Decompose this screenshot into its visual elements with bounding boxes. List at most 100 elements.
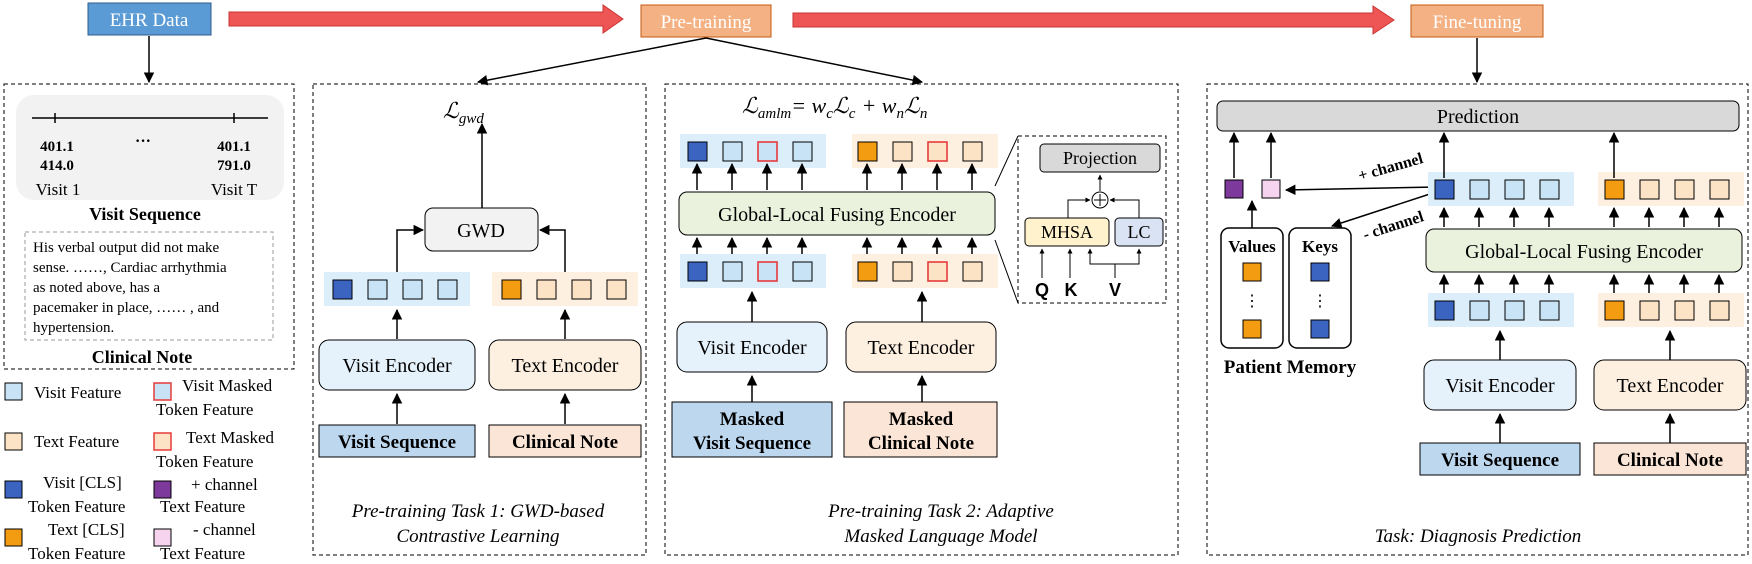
token-t — [536, 279, 557, 300]
task2-visit-encoder: Visit Encoder — [676, 321, 828, 373]
task2-visit-output-tokens — [680, 134, 826, 168]
legend-minus-channel-2: Text Feature — [160, 544, 245, 563]
codes-visitT-a: 401.1 — [217, 139, 251, 155]
note-line-2: sense. ……, Cardiac arrhythmia — [33, 260, 227, 276]
prediction-bar: Prediction — [1216, 100, 1740, 132]
legend-swatch-minus-channel — [153, 528, 172, 547]
values-memory: Values ⋮ — [1220, 227, 1284, 349]
token-v — [1469, 300, 1490, 321]
finetuning-label: Fine-tuning — [1433, 12, 1522, 33]
task2-visit-input-tokens — [680, 254, 826, 288]
svg-text:Prediction: Prediction — [1437, 106, 1519, 128]
svg-text:⋮: ⋮ — [1312, 293, 1328, 310]
task3-text-input-tokens — [1598, 293, 1744, 327]
task1-text-encoder: Text Encoder — [488, 339, 642, 391]
task1-caption-1: Pre-training Task 1: GWD-based — [351, 501, 605, 522]
token-t — [962, 141, 983, 162]
legend-swatch-plus-channel — [153, 480, 172, 499]
svg-text:Clinical Note: Clinical Note — [512, 432, 618, 453]
token-v — [792, 261, 813, 282]
svg-text:Values: Values — [1228, 237, 1276, 256]
clinical-note-box — [24, 231, 274, 341]
token-tmask — [927, 141, 948, 162]
task2-loss-equation: ℒamlm= wcℒc+ wnℒn — [742, 93, 927, 122]
svg-text:Keys: Keys — [1302, 237, 1338, 256]
codes-visit1-a: 401.1 — [40, 139, 74, 155]
task2-text-encoder: Text Encoder — [845, 321, 997, 373]
token-tcls — [857, 141, 878, 162]
pretraining-label: Pre-training — [661, 12, 752, 33]
v-label: V — [1109, 280, 1121, 300]
arrow-visit-to-gwd — [396, 224, 425, 272]
red-arrow-1 — [228, 4, 624, 34]
k-label: K — [1065, 280, 1078, 300]
legend-swatch-visit-masked — [153, 382, 172, 401]
token-vcls — [332, 279, 353, 300]
task3-text-encoder: Text Encoder — [1593, 359, 1747, 411]
token-t — [892, 141, 913, 162]
task2-caption-2: Masked Language Model — [843, 526, 1037, 547]
token-t — [1639, 300, 1660, 321]
clinical-note-title: Clinical Note — [92, 347, 193, 367]
token-v — [367, 279, 388, 300]
visit-1-label: Visit 1 — [36, 180, 81, 199]
task3-fusing-encoder: Global-Local Fusing Encoder — [1425, 228, 1743, 273]
note-line-5: hypertension. — [33, 320, 114, 336]
svg-text:Clinical Note: Clinical Note — [868, 433, 974, 454]
codes-visit1-b: 414.0 — [40, 158, 74, 174]
svg-text:Visit Sequence: Visit Sequence — [693, 433, 811, 454]
legend-visit-masked-1: Visit Masked — [182, 376, 273, 395]
task3-visit-sequence: Visit Sequence — [1419, 442, 1581, 476]
svg-text:Clinical Note: Clinical Note — [1617, 450, 1723, 471]
plus-channel-arrow — [1284, 184, 1437, 196]
legend-visit-masked-2: Token Feature — [156, 400, 253, 419]
task1-clinical-note: Clinical Note — [488, 424, 642, 458]
minus-channel-feature — [1261, 179, 1281, 199]
token-t — [1674, 300, 1695, 321]
mhsa-box: MHSA — [1024, 217, 1110, 247]
note-line-4: pacemaker in place, …… , and — [33, 300, 220, 316]
svg-text:Text Encoder: Text Encoder — [868, 337, 975, 359]
legend-plus-channel-1: + channel — [191, 475, 258, 494]
task1-visit-tokens — [324, 272, 470, 306]
finetuning-box: Fine-tuning — [1410, 4, 1544, 38]
plus-channel-feature — [1224, 179, 1244, 199]
task2-text-output-tokens — [852, 134, 998, 168]
plus-channel-label: + channel — [1356, 150, 1425, 185]
legend-swatch-visit-feature — [4, 382, 23, 401]
token-t — [571, 279, 592, 300]
legend-text-masked-1: Text Masked — [186, 428, 275, 447]
legend-text-masked-2: Token Feature — [156, 452, 253, 471]
keys-memory: Keys ⋮ — [1288, 227, 1352, 349]
legend-minus-channel-1: - channel — [193, 520, 256, 539]
q-label: Q — [1035, 280, 1049, 300]
svg-text:Visit Sequence: Visit Sequence — [1441, 450, 1559, 471]
token-v — [1504, 300, 1525, 321]
svg-text:LC: LC — [1127, 222, 1150, 242]
pretraining-box: Pre-training — [640, 4, 772, 38]
token-vcls — [1434, 300, 1455, 321]
task2-masked-visit-sequence: Masked Visit Sequence — [671, 401, 833, 458]
legend-plus-channel-2: Text Feature — [160, 497, 245, 516]
token-t — [892, 261, 913, 282]
task2-text-input-tokens — [852, 254, 998, 288]
svg-text:⋮: ⋮ — [1244, 293, 1260, 310]
timeline-dots: ··· — [135, 133, 151, 150]
note-line-1: His verbal output did not make — [33, 240, 220, 256]
svg-text:Global-Local Fusing Encoder: Global-Local Fusing Encoder — [718, 204, 956, 226]
svg-text:Text Encoder: Text Encoder — [1617, 375, 1724, 397]
token-v — [1469, 179, 1490, 200]
task2-upper-arrows — [691, 162, 978, 190]
legend-visit-feature: Visit Feature — [34, 383, 121, 402]
token-vcls — [1434, 179, 1455, 200]
token-v — [1539, 179, 1560, 200]
token-vmask — [757, 141, 778, 162]
lc-box: LC — [1114, 217, 1164, 247]
token-t — [1709, 179, 1730, 200]
token-tcls — [501, 279, 522, 300]
token-v — [1539, 300, 1560, 321]
svg-text:Global-Local Fusing Encoder: Global-Local Fusing Encoder — [1465, 241, 1703, 263]
note-line-3: as noted above, has a — [33, 280, 160, 296]
svg-text:Visit Encoder: Visit Encoder — [1445, 375, 1555, 397]
task1-panel — [312, 83, 647, 556]
